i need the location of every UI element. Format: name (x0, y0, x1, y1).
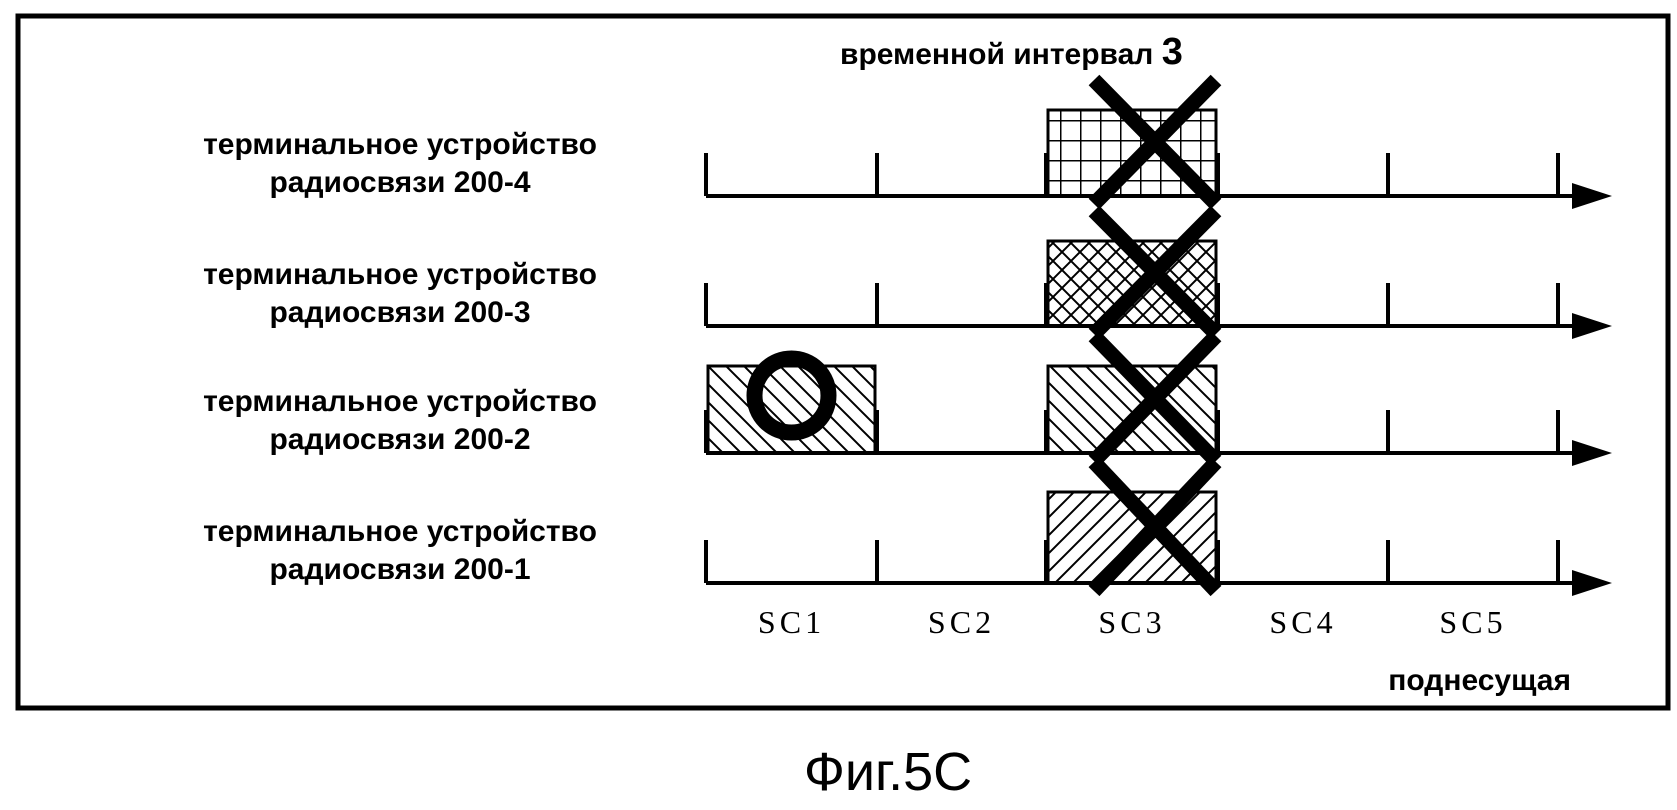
subcarrier-label: SC3 (1098, 604, 1165, 640)
terminal-row: терминальное устройство радиосвязи 200-3 (203, 205, 1612, 340)
rejected-cross-icon (1088, 330, 1222, 467)
terminal-label: терминальное устройство радиосвязи 200-2 (203, 385, 597, 456)
subcarrier-label: SC4 (1269, 604, 1336, 640)
accepted-circle-icon (746, 350, 837, 441)
terminal-label: терминальное устройство радиосвязи 200-3 (203, 258, 597, 329)
terminal-label-line1: терминальное устройство (203, 385, 597, 418)
subcarrier-label: SC5 (1439, 604, 1506, 640)
terminal-label-line1: терминальное устройство (203, 128, 597, 161)
frame-border (15, 13, 1671, 711)
terminal-label-line2: радиосвязи 200-4 (269, 166, 530, 199)
terminal-label-line2: радиосвязи 200-1 (269, 553, 530, 586)
terminal-row: терминальное устройство радиосвязи 200-4 (203, 74, 1612, 210)
figure-caption: Фиг.5C (804, 742, 972, 802)
rejected-cross-icon (1088, 205, 1222, 340)
rejected-cross-icon (1088, 456, 1222, 597)
rejected-cross-icon (1088, 74, 1222, 210)
terminal-row: терминальное устройство радиосвязи 200-2 (203, 330, 1612, 467)
terminal-label: терминальное устройство радиосвязи 200-1 (203, 515, 597, 586)
axis-arrow-icon (1572, 313, 1612, 339)
terminal-label-line2: радиосвязи 200-3 (269, 296, 530, 329)
terminal-label: терминальное устройство радиосвязи 200-4 (203, 128, 597, 199)
time-slot-title: временной интервал 3 (840, 31, 1183, 73)
time-slot-number: 3 (1162, 31, 1183, 73)
axis-arrow-icon (1572, 440, 1612, 466)
subcarrier-label: SC1 (758, 604, 825, 640)
axis-arrow-icon (1572, 570, 1612, 596)
axis-arrow-icon (1572, 183, 1612, 209)
terminal-label-line1: терминальное устройство (203, 515, 597, 548)
axis-label: поднесущая (1388, 664, 1571, 697)
subcarrier-label: SC2 (928, 604, 995, 640)
terminal-label-line1: терминальное устройство (203, 258, 597, 291)
terminal-row: терминальное устройство радиосвязи 200-1 (203, 456, 1612, 597)
time-slot-title-text: временной интервал (840, 38, 1153, 71)
terminal-label-line2: радиосвязи 200-2 (269, 423, 530, 456)
